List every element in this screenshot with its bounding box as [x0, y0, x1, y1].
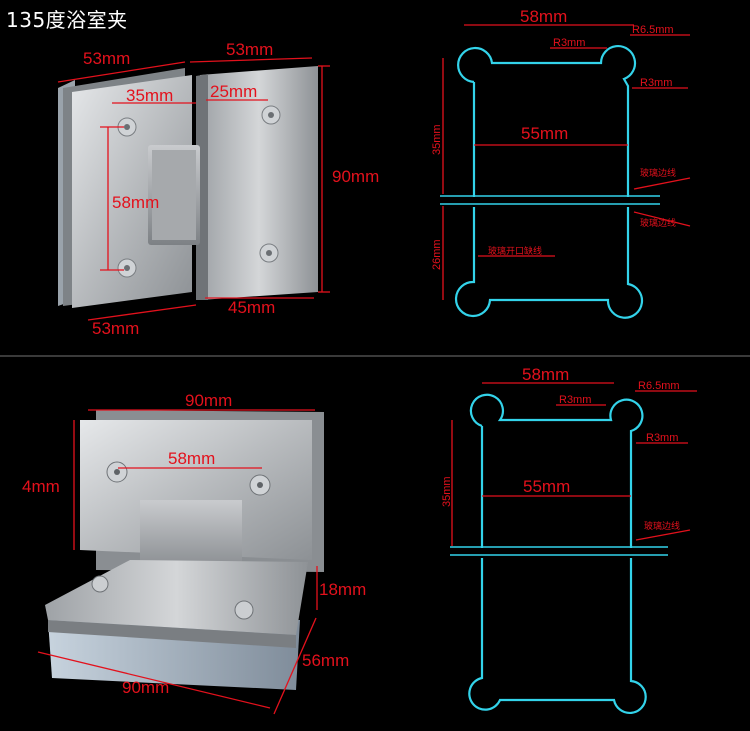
hinge-left-plate	[72, 75, 192, 308]
screw-icon	[234, 600, 254, 620]
top-cutout-outline-upper	[457, 44, 637, 197]
dim-58-inner: 58mm	[168, 449, 215, 468]
dim-r3-side: R3mm	[646, 432, 678, 444]
dim-26-vertical: 26mm	[431, 239, 443, 270]
dim-55: 55mm	[521, 124, 568, 143]
top-cutout-drawing: 55mm 58mm R6.5mm R3mm R3mm 35mm 26mm 玻璃边…	[431, 7, 691, 319]
hinge-right-plate	[200, 66, 318, 300]
dim-25: 25mm	[210, 82, 257, 101]
dim-18: 18mm	[319, 580, 366, 599]
dim-56: 56mm	[302, 651, 349, 670]
top-photo-dimensions: 53mm 53mm 35mm 25mm 58mm 90mm 53mm 45mm	[57, 40, 379, 338]
dim-bottom-right-width: 45mm	[228, 298, 275, 317]
dim-r65: R6.5mm	[638, 380, 680, 392]
dim-58-top: 58mm	[522, 365, 569, 384]
dim-r3-side: R3mm	[640, 77, 672, 89]
dim-r65: R6.5mm	[632, 24, 674, 36]
glass-edge-label: 玻璃边线	[644, 520, 680, 532]
dim-55: 55mm	[523, 477, 570, 496]
dim-r3-upper: R3mm	[553, 37, 585, 49]
hinge-wall-plate	[80, 420, 312, 560]
glass-edge-label-1: 玻璃边线	[640, 167, 676, 179]
bottom-hinge-photo	[45, 410, 324, 690]
dim-90-bottom: 90mm	[122, 678, 169, 697]
dim-35: 35mm	[126, 86, 173, 105]
dim-58-vertical: 58mm	[112, 193, 159, 212]
dim-58-top: 58mm	[520, 7, 567, 26]
dim-top-right-width: 53mm	[226, 40, 273, 59]
glass-notch-label: 玻璃开口缺线	[488, 245, 542, 257]
bottom-cutout-drawing: 55mm 58mm R6.5mm R3mm R3mm 35mm 玻璃边线	[441, 365, 697, 715]
bottom-cutout-outline-upper	[469, 393, 644, 548]
page-title: 135度浴室夹	[6, 8, 128, 32]
bottom-cutout-outline-lower	[468, 558, 647, 715]
screw-icon	[91, 575, 109, 593]
dim-4: 4mm	[22, 477, 60, 496]
dim-90-height: 90mm	[332, 167, 379, 186]
dim-bottom-left-width: 53mm	[92, 319, 139, 338]
section-divider	[0, 355, 750, 357]
dim-35-vertical: 35mm	[431, 124, 443, 155]
dim-top-left-width: 53mm	[83, 49, 130, 68]
bottom-photo-dimensions: 90mm 58mm 4mm 18mm 56mm 90mm	[22, 391, 366, 715]
dim-90-top: 90mm	[185, 391, 232, 410]
top-cutout-outline-lower	[454, 207, 644, 319]
dim-r3-upper: R3mm	[559, 394, 591, 406]
dim-35-vertical: 35mm	[441, 476, 453, 507]
top-hinge-photo	[58, 66, 318, 308]
glass-edge-label-2: 玻璃边线	[640, 217, 676, 229]
